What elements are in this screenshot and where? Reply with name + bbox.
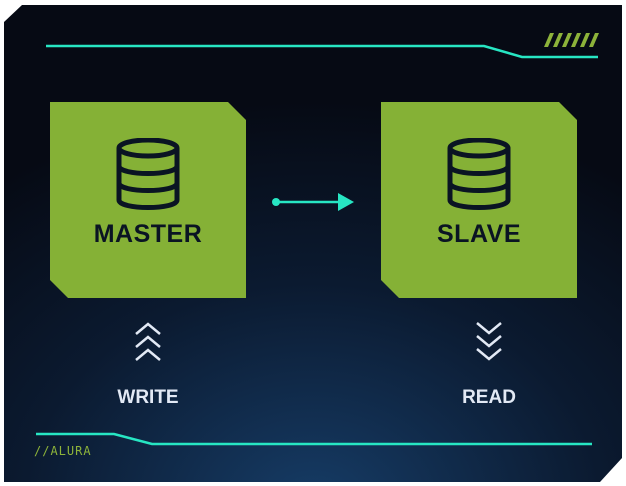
top-rule [46, 44, 598, 59]
bottom-rule [36, 432, 592, 446]
write-label: WRITE [117, 387, 179, 408]
database-icon [447, 138, 511, 210]
arrow-right-icon [272, 193, 354, 211]
database-icon [116, 138, 180, 210]
chevrons-down-icon [476, 322, 502, 361]
brand-label: //ALURA [34, 444, 92, 458]
stripes-decoration [544, 33, 599, 47]
read-label: READ [462, 387, 516, 408]
chevrons-up-icon [135, 322, 161, 361]
master-label: MASTER [93, 220, 203, 248]
slave-node: SLAVE [381, 102, 577, 298]
master-node: MASTER [50, 102, 246, 298]
slave-label: SLAVE [437, 220, 521, 248]
